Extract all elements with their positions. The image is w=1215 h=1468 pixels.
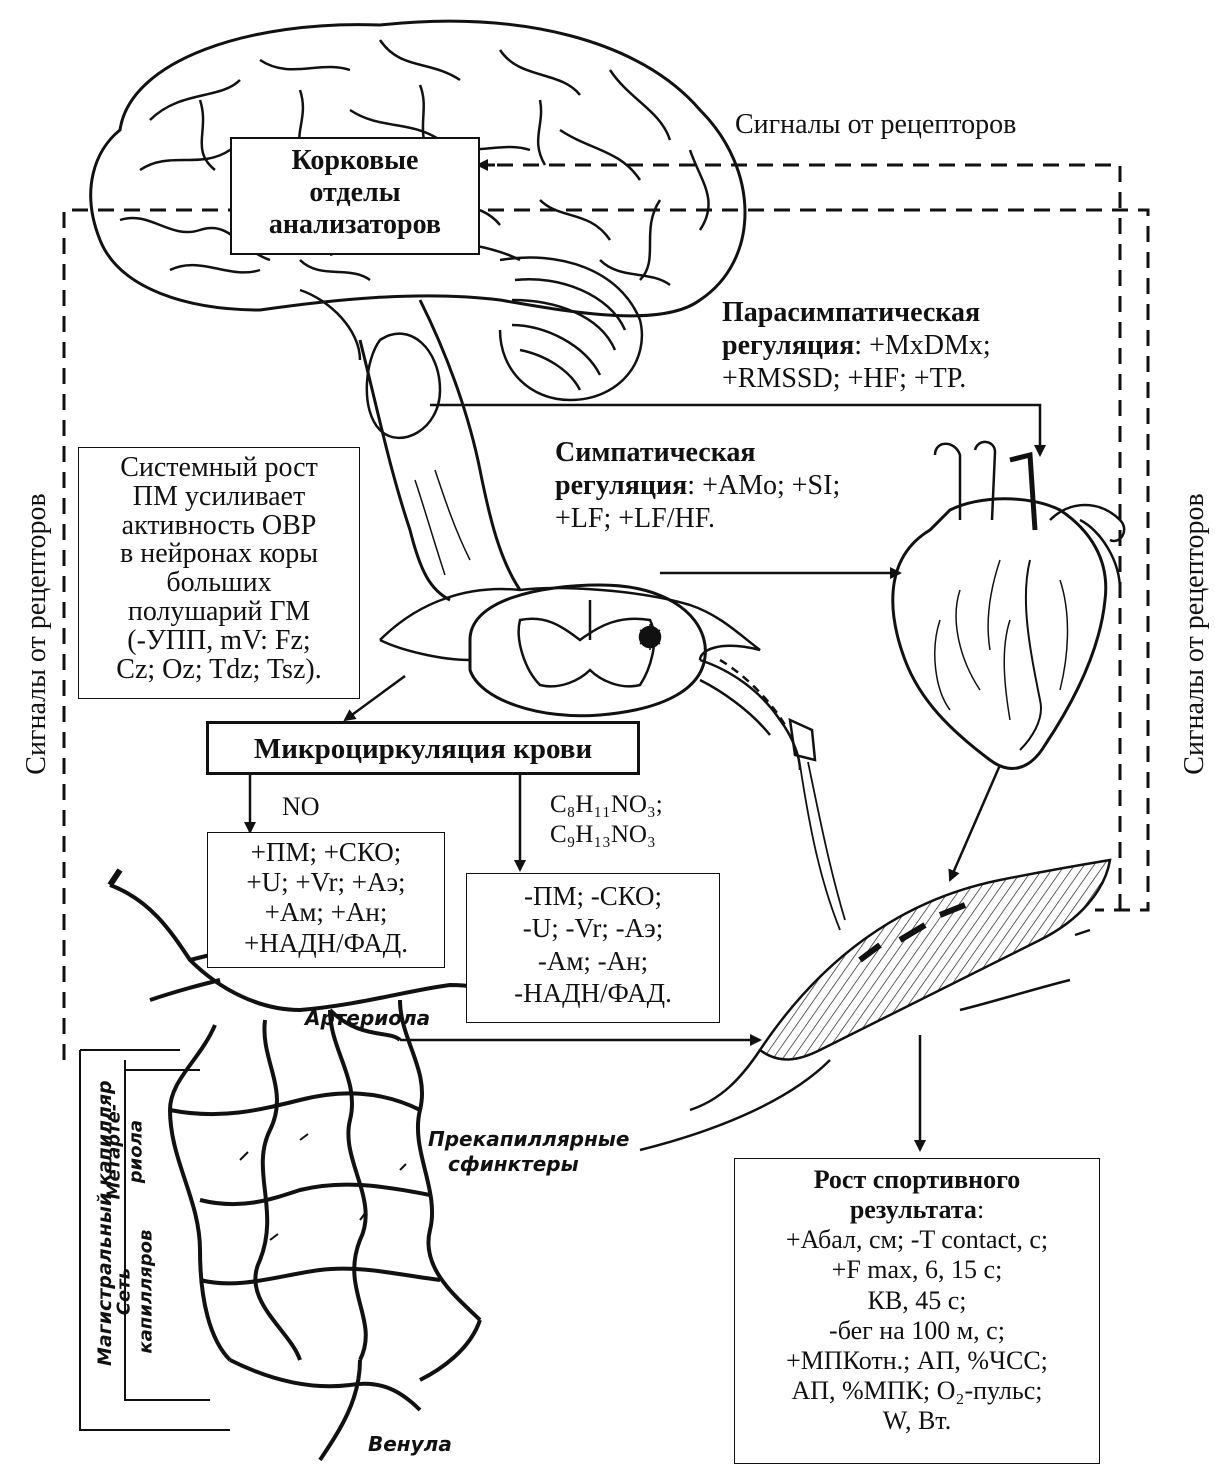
heart-illustration	[893, 442, 1124, 768]
precapillary-line-1: Прекапиллярные	[428, 1127, 629, 1152]
microcirculation-box: Микроциркуляция крови	[206, 721, 640, 775]
systemic-line: Cz; Oz; Tdz; Tsz).	[79, 656, 359, 685]
cortex-line: Корковые	[232, 145, 478, 177]
cortex-line: анализаторов	[232, 209, 478, 241]
venule-label: Венула	[368, 1433, 452, 1457]
systemic-line: полушарий ГМ	[79, 598, 359, 627]
effect-line: -НАДН/ФАД.	[467, 977, 719, 1009]
result-title-colon: :	[977, 1195, 984, 1224]
no-label: NO	[282, 792, 320, 823]
systemic-line: в нейронах коры	[79, 540, 359, 569]
sympathetic-text: Симпатическая регуляция: +AMo; +SI; +LF;…	[555, 436, 895, 535]
formula-1: C₈H₁₁NO₃;	[550, 790, 663, 820]
capillary-net-line-2: капилляров	[135, 1227, 157, 1357]
cortex-line: отделы	[232, 177, 478, 209]
sport-result-box: Рост спортивного результата: +Абал, см; …	[734, 1158, 1100, 1464]
systemic-line: активность ОВР	[79, 512, 359, 541]
effect-line: -ПМ; -СКО;	[467, 880, 719, 912]
effect-line: +НАДН/ФАД.	[208, 928, 444, 958]
effect-line: +Ам; +Ан;	[208, 897, 444, 927]
sympathetic-title2: регуляция	[555, 470, 687, 501]
cortex-analyzers-box: Корковые отделы анализаторов	[230, 137, 480, 255]
precapillary-line-2: сфинктеры	[428, 1152, 629, 1177]
systemic-growth-box: Системный рост ПМ усиливает активность О…	[78, 447, 360, 699]
result-line: +F max, 6, 15 с;	[735, 1255, 1099, 1285]
effect-line: +U; +Vr; +Аэ;	[208, 867, 444, 897]
systemic-line: больших	[79, 569, 359, 598]
systemic-line: ПМ усиливает	[79, 483, 359, 512]
result-line: КВ, 45 с;	[735, 1286, 1099, 1316]
parasympathetic-title2: регуляция	[722, 330, 854, 361]
formula-2: C₉H₁₃NO₃	[550, 820, 663, 850]
catecholamine-formulas: C₈H₁₁NO₃; C₉H₁₃NO₃	[550, 790, 663, 850]
effect-line: -U; -Vr; -Аэ;	[467, 912, 719, 944]
result-line: -бег на 100 м, с;	[735, 1316, 1099, 1346]
signals-left-label: Сигналы от рецепторов	[21, 464, 53, 804]
effect-line: +ПМ; +СКО;	[208, 837, 444, 867]
signals-right-label: Сигналы от рецепторов	[1179, 464, 1211, 804]
metarteriole-label: Метарте- риола	[103, 1092, 146, 1212]
capillary-net-label: Сеть капилляров	[113, 1227, 156, 1357]
decrease-effects-box: -ПМ; -СКО; -U; -Vr; -Аэ; -Ам; -Ан; -НАДН…	[466, 873, 720, 1023]
result-title-1: Рост спортивного	[735, 1165, 1099, 1195]
sympathetic-indices-2: +LF; +LF/HF.	[555, 502, 895, 535]
metarteriole-line-1: Метарте-	[103, 1092, 125, 1212]
parasympathetic-text: Парасимпатическая регуляция: +MxDMx; +RM…	[722, 296, 1052, 395]
sympathetic-title: Симпатическая	[555, 436, 895, 469]
result-line: +МПКотн.; АП, %ЧСС;	[735, 1346, 1099, 1376]
systemic-line: Системный рост	[79, 454, 359, 483]
effect-line: -Ам; -Ан;	[467, 945, 719, 977]
signals-top-label: Сигналы от рецепторов	[735, 108, 1016, 141]
parasympathetic-indices-1: : +MxDMx;	[854, 330, 990, 361]
result-title-2: результата	[850, 1195, 977, 1224]
result-line: АП, %МПК; O₂-пульс;	[735, 1376, 1099, 1406]
parasympathetic-title: Парасимпатическая	[722, 296, 1052, 329]
precapillary-label: Прекапиллярные сфинктеры	[428, 1127, 629, 1177]
metarteriole-line-2: риола	[125, 1092, 147, 1212]
systemic-line: (-УПП, mV: Fz;	[79, 627, 359, 656]
parasympathetic-indices-2: +RMSSD; +HF; +TP.	[722, 362, 1052, 395]
sympathetic-indices-1: : +AMo; +SI;	[687, 470, 840, 501]
arteriole-label: Артериола	[305, 1007, 430, 1031]
result-line: +Абал, см; -T contact, с;	[735, 1225, 1099, 1255]
result-line: W, Вт.	[735, 1406, 1099, 1436]
capillary-net-line-1: Сеть	[113, 1227, 135, 1357]
increase-effects-box: +ПМ; +СКО; +U; +Vr; +Аэ; +Ам; +Ан; +НАДН…	[207, 832, 445, 968]
